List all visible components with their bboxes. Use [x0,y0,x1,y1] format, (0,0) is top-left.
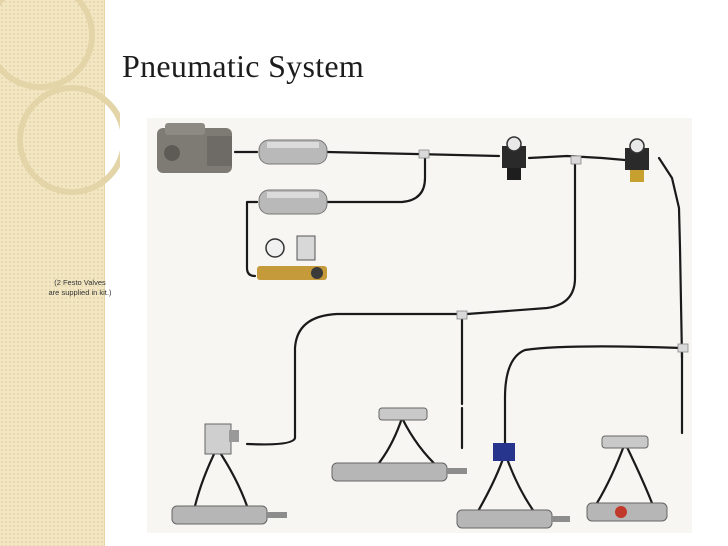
pneumatic-system-photo [147,118,692,533]
pressure-gauge-assembly [257,235,327,280]
manifold-valve-center [378,407,428,421]
fittings [418,149,689,353]
pneumatic-cylinder-4 [586,502,668,522]
pneumatic-cylinder-2 [331,462,467,482]
manifold-valve-right [601,435,649,449]
note-line-2: are supplied in kit.) [48,288,112,297]
regulator-2 [625,138,649,182]
regulator-1 [502,136,526,180]
festo-valves-note: (2 Festo Valves are supplied in kit.) [36,278,124,298]
note-line-1: (2 Festo Valves [54,278,106,287]
pneumatic-cylinder-1 [171,505,287,525]
festo-valve-left [204,423,239,455]
air-tank-1 [258,139,328,165]
pneumatic-cylinder-3 [456,509,570,529]
blue-valve [493,443,515,461]
decorative-rings [0,0,120,195]
compressor [157,123,232,173]
tubing [193,150,684,515]
air-tank-2 [258,189,328,215]
slide-title: Pneumatic System [122,48,365,84]
